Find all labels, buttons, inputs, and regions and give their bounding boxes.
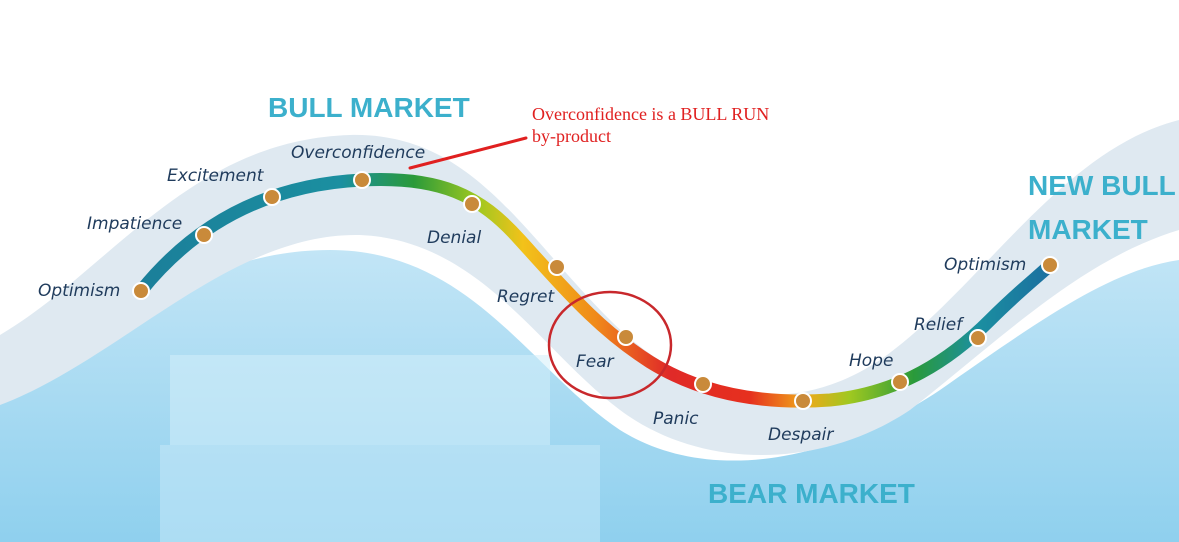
bull-market-label: BULL MARKET <box>268 92 470 123</box>
label-optimism-end: Optimism <box>944 255 1026 275</box>
label-regret: Regret <box>497 287 556 307</box>
marker-optimism-start <box>132 282 150 300</box>
annotation-line2: by-product <box>532 126 611 146</box>
marker-regret <box>548 258 566 276</box>
new-bull-market-label-line2: MARKET <box>1028 214 1148 245</box>
new-bull-market-label-line1: NEW BULL <box>1028 170 1176 201</box>
label-excitement: Excitement <box>167 166 265 186</box>
marker-denial <box>463 195 481 213</box>
label-panic: Panic <box>653 409 699 429</box>
marker-excitement <box>263 188 281 206</box>
label-hope: Hope <box>849 351 893 371</box>
label-despair: Despair <box>768 425 834 445</box>
marker-impatience <box>195 226 213 244</box>
marker-hope <box>891 373 909 391</box>
label-denial: Denial <box>427 228 481 248</box>
label-optimism-start: Optimism <box>38 281 120 301</box>
marker-panic <box>694 375 712 393</box>
marker-optimism-end <box>1041 256 1059 274</box>
label-relief: Relief <box>914 315 965 335</box>
marker-relief <box>969 329 987 347</box>
cycle-band <box>0 120 1179 455</box>
stage-markers <box>132 171 1059 410</box>
marker-despair <box>794 392 812 410</box>
marker-overconfidence <box>353 171 371 189</box>
label-fear: Fear <box>576 352 615 372</box>
label-impatience: Impatience <box>87 214 182 234</box>
background-panel <box>170 355 550 445</box>
bear-market-label: BEAR MARKET <box>708 478 915 509</box>
fear-highlight-circle <box>547 290 673 400</box>
annotation-line1: Overconfidence is a BULL RUN <box>532 104 769 124</box>
annotation-arrow <box>408 136 528 170</box>
label-overconfidence: Overconfidence <box>291 143 425 163</box>
background-panel <box>160 445 600 542</box>
marker-fear <box>617 328 635 346</box>
